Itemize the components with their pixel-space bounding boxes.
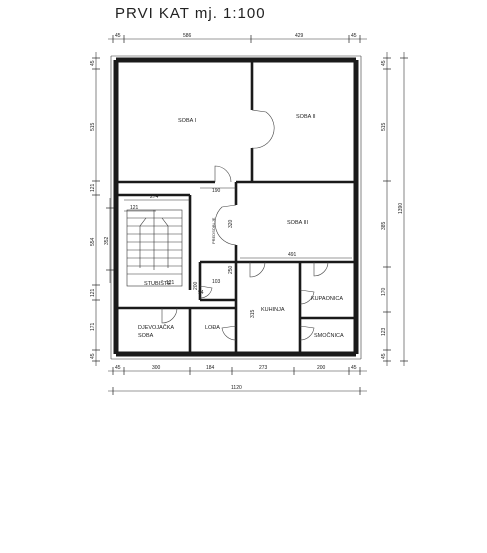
dim-121-b: 121 <box>166 280 175 286</box>
dim-bottom-1: 45 <box>115 365 121 371</box>
right-dimension-line: 45 515 385 170 123 45 1390 <box>381 52 408 366</box>
dim-bottom-3: 184 <box>206 365 215 371</box>
dim-left-1: 45 <box>90 60 96 66</box>
left-dimension-line: 45 515 121 554 352 121 171 45 <box>90 52 114 366</box>
interior-walls <box>116 60 356 354</box>
room-smocnica: SMOČNICA <box>314 332 344 339</box>
room-kupaonica: KUPAONICA <box>311 296 343 302</box>
room-soba-2: SOBA II <box>296 114 316 120</box>
dim-bottom-5: 200 <box>317 365 326 371</box>
dim-left-5: 352 <box>104 236 110 245</box>
dim-left-3: 121 <box>90 183 96 192</box>
dim-315: 315 <box>250 309 256 318</box>
dim-491: 491 <box>288 252 297 258</box>
room-predsoblje: PREDSOBLJE <box>211 217 216 244</box>
room-soba-1: SOBA I <box>178 118 197 124</box>
dim-right-1: 45 <box>381 60 387 66</box>
dim-right-2: 515 <box>381 122 387 131</box>
dim-right-5: 170 <box>381 287 387 296</box>
dim-bottom-total: 1120 <box>231 385 242 391</box>
inner-dimensions: 274 190 121 121 320 491 103 94 250 200 3… <box>124 187 352 318</box>
dim-94: 94 <box>198 290 204 296</box>
dim-left-8: 45 <box>90 353 96 359</box>
doors <box>161 109 329 341</box>
dim-left-6: 121 <box>90 288 96 297</box>
room-djevojacka: DJEVOJAČKA <box>138 324 174 331</box>
dim-250: 250 <box>228 265 234 274</box>
dim-right-4: 385 <box>381 221 387 230</box>
dim-bottom-4: 273 <box>259 365 268 371</box>
staircase <box>126 209 183 287</box>
room-labels: SOBA I SOBA II SOBA III PREDSOBLJE STUBI… <box>138 114 344 339</box>
room-djevojacka-soba: SOBA <box>138 333 154 339</box>
dim-left-4: 554 <box>90 237 96 246</box>
dim-bottom-6: 45 <box>351 365 357 371</box>
dim-top-3: 429 <box>295 33 304 39</box>
room-kuhinja: KUHINJA <box>261 307 285 313</box>
dim-right-6: 123 <box>381 327 387 336</box>
dim-320: 320 <box>228 219 234 228</box>
room-stubiste: STUBIŠTE <box>144 280 171 287</box>
dim-top-4: 45 <box>351 33 357 39</box>
dim-left-2: 515 <box>90 122 96 131</box>
room-soba-3: SOBA III <box>287 220 309 226</box>
dim-200: 200 <box>193 281 199 290</box>
dim-top-1: 45 <box>115 33 121 39</box>
dim-190: 190 <box>212 188 221 194</box>
dim-left-7: 171 <box>90 322 96 331</box>
dim-121-a: 121 <box>130 205 139 211</box>
dim-274: 274 <box>150 194 159 200</box>
dim-103: 103 <box>212 279 221 285</box>
dim-right-3: 1390 <box>398 203 404 214</box>
dim-right-7: 45 <box>381 353 387 359</box>
room-loda: LOĐA <box>205 325 220 331</box>
dim-bottom-2: 300 <box>152 365 161 371</box>
plan-title: PRVI KAT mj. 1:100 <box>115 5 266 22</box>
dim-top-2: 586 <box>183 33 192 39</box>
top-dimension-line: 45 586 429 45 <box>108 33 367 43</box>
bottom-dimension-line: 45 300 184 273 200 45 1120 <box>108 365 367 395</box>
